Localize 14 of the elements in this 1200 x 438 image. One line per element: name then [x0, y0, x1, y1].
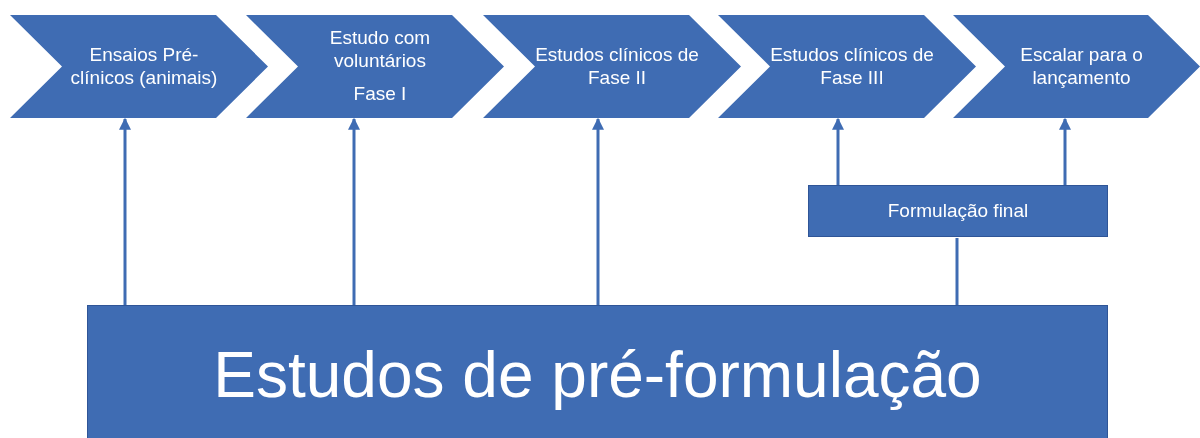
arrow [832, 117, 844, 185]
arrow [592, 117, 604, 305]
arrow [119, 117, 131, 305]
step-label: Estudos clínicos de Fase III [769, 43, 935, 90]
connector-line [955, 238, 959, 305]
step-label: Ensaios Pré-clínicos (animais) [69, 43, 219, 90]
step-label: Fase I [353, 82, 407, 106]
box-label: Formulação final [887, 200, 1029, 222]
arrow [348, 117, 360, 305]
step-label: Estudo com voluntários [328, 27, 432, 73]
step-label: Escalar para o lançamento [1019, 43, 1144, 90]
step-label: Estudos clínicos de Fase II [534, 43, 700, 90]
box-label: Estudos de pré-formulação [213, 339, 982, 411]
arrow [1059, 117, 1071, 185]
